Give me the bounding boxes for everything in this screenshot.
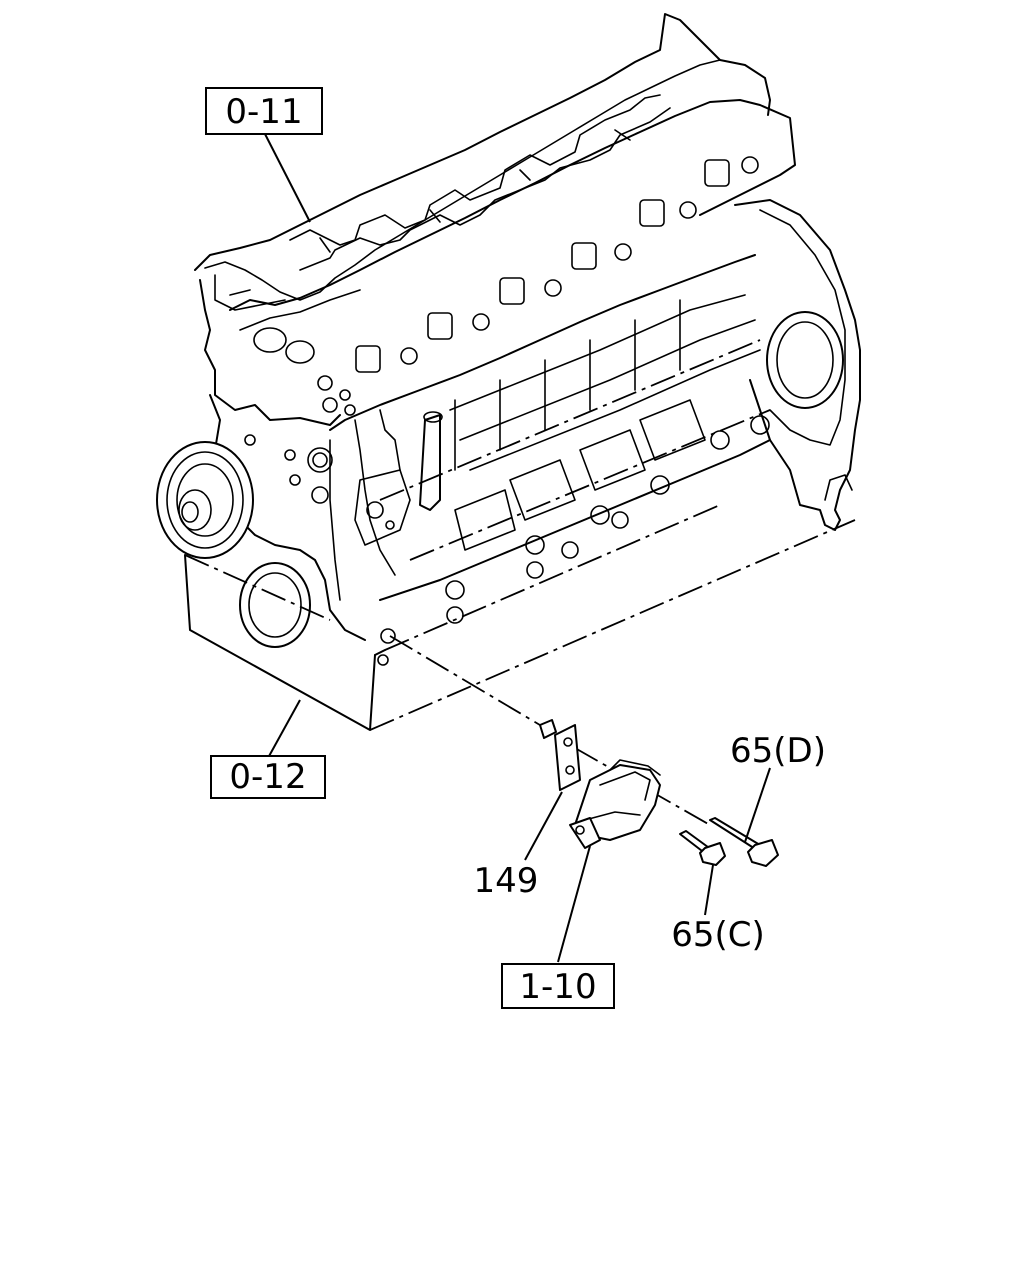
leader-0-11 [264,133,311,223]
engine-mount-parts [389,635,779,867]
part-label-65c: 65(C) [671,915,765,955]
bracket-plate-149 [539,719,581,791]
bolt-65c [679,830,726,866]
leader-1-10 [557,845,591,963]
leader-0-12 [267,699,301,759]
engine-block-illustration [156,13,861,731]
leader-65c [704,864,714,916]
engine-foot-bracket [569,759,661,849]
ref-box-1-10[interactable]: 1-10 [501,963,615,1009]
ref-box-0-11[interactable]: 0-11 [205,87,323,135]
ref-label-0-11: 0-11 [225,92,302,132]
leader-149 [524,791,563,861]
bolt-65d [709,817,779,867]
part-label-65d: 65(D) [730,731,826,771]
ref-label-1-10: 1-10 [519,967,596,1007]
ref-label-0-12: 0-12 [229,757,306,797]
part-label-149: 149 [474,861,539,901]
ref-box-0-12[interactable]: 0-12 [210,755,326,799]
leader-65d [744,767,771,843]
